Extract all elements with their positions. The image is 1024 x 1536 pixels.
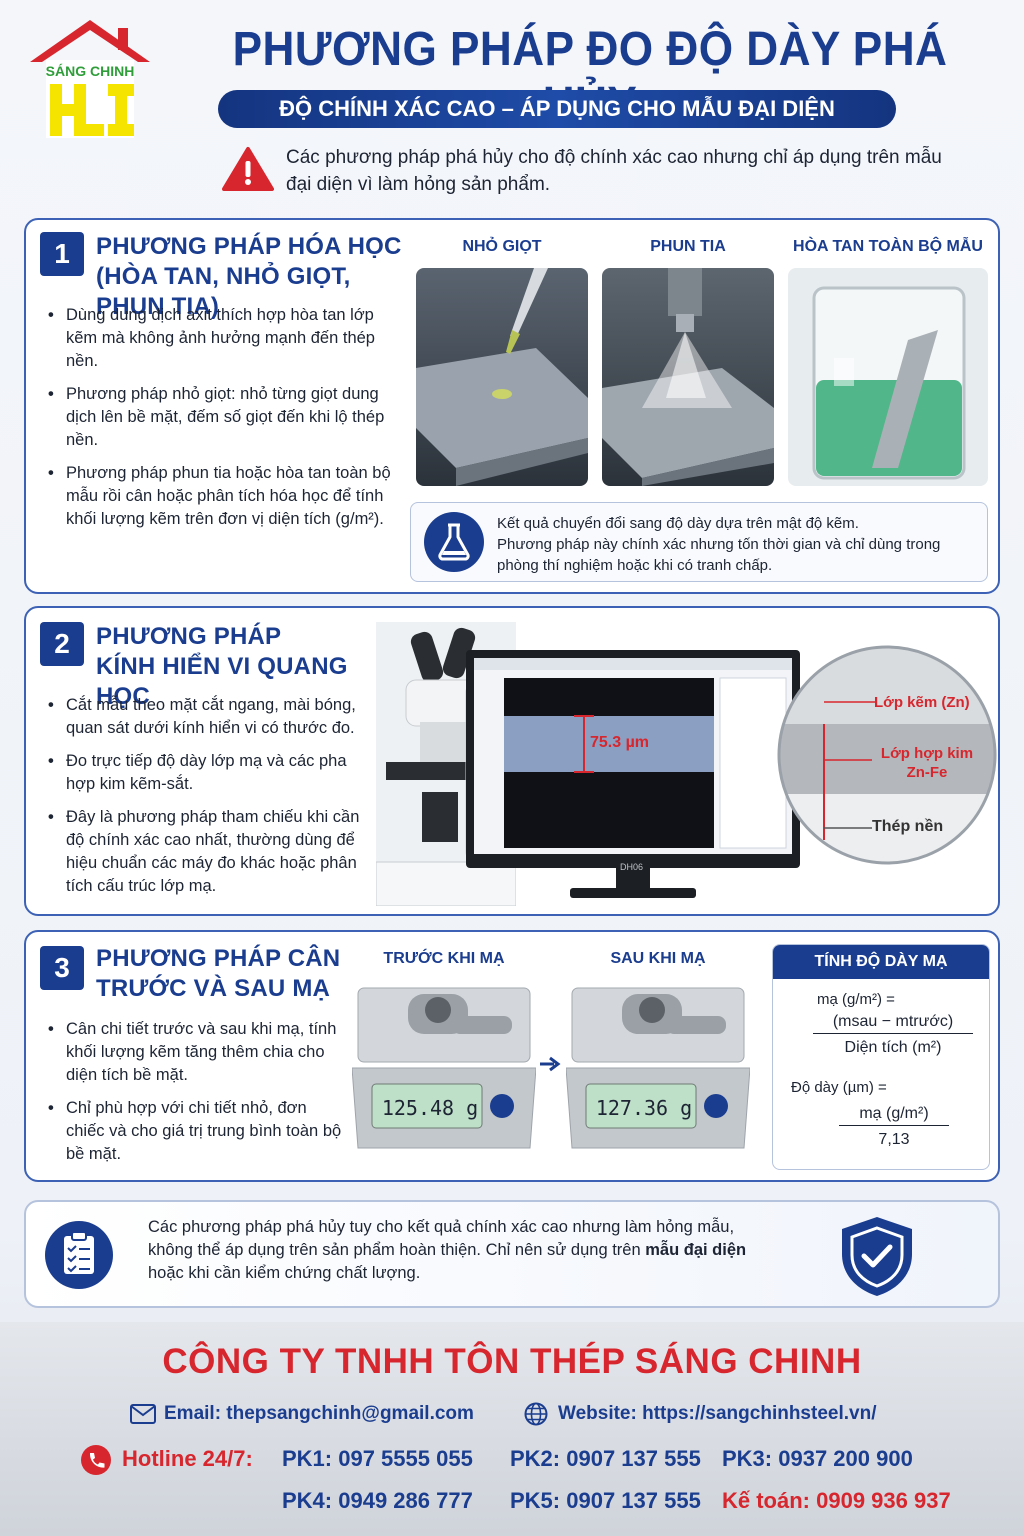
summary-line3: hoặc khi cần kiểm chứng chất lượng. [148, 1264, 421, 1282]
formula-denominator-2: 7,13 [878, 1131, 910, 1148]
scale-before-image [352, 987, 536, 1149]
section-chemical-method: 1 PHƯƠNG PHÁP HÓA HỌC (HÒA TAN, NHỎ GIỌT… [24, 218, 1000, 594]
flask-icon [424, 512, 484, 572]
result-note-box: Kết quả chuyển đổi sang độ dày dựa trên … [410, 502, 988, 582]
section-title-line1: PHƯƠNG PHÁP HÓA HỌC [96, 233, 402, 260]
phone-pk2[interactable]: PK2: 0907 137 555 [510, 1446, 701, 1471]
list-item: Đo trực tiếp độ dày lớp mạ và các pha hợ… [44, 750, 374, 796]
globe-icon [524, 1402, 548, 1426]
layer-alloy-label: Lớp hợp kim Zn-Fe [872, 744, 982, 782]
caption-after: SAU KHI MẠ [610, 950, 706, 967]
bullet-list: Cắt mẫu theo mặt cắt ngang, mài bóng, qu… [44, 694, 374, 908]
phone-pk1[interactable]: PK1: 097 5555 055 [282, 1446, 473, 1471]
formula-line1: mạ (g/m²) = [817, 991, 895, 1008]
section-title-line1: PHƯƠNG PHÁP [96, 623, 282, 650]
company-logo: SÁNG CHINH [30, 20, 150, 138]
section-title-line2: TRƯỚC VÀ SAU MẠ [96, 975, 331, 1002]
summary-emphasis: mẫu đại diện [645, 1241, 747, 1259]
bullet-list: Cân chi tiết trước và sau khi mạ, tính k… [44, 1018, 344, 1176]
phone-accounting[interactable]: Kế toán: 0909 936 937 [722, 1488, 951, 1513]
list-item: Phương pháp nhỏ giọt: nhỏ từng giọt dung… [44, 383, 394, 452]
footer-background [0, 1322, 1024, 1536]
phone-pk3[interactable]: PK3: 0937 200 900 [722, 1446, 913, 1471]
list-item: Đây là phương pháp tham chiếu khi cần độ… [44, 806, 374, 898]
email-icon [130, 1404, 156, 1424]
arrow-right-icon [540, 1056, 561, 1072]
layer-alloy-line2: Zn-Fe [906, 764, 948, 781]
drip-test-image [416, 268, 588, 486]
phone-icon [81, 1445, 111, 1475]
formula-numerator-2: mạ (g/m²) [839, 1105, 949, 1126]
spray-test-image [602, 268, 774, 486]
layer-alloy-line1: Lớp hợp kim [880, 745, 974, 762]
phone-pk5[interactable]: PK5: 0907 137 555 [510, 1488, 701, 1513]
caption-before: TRƯỚC KHI MẠ [383, 950, 505, 967]
note-line-2: Phương pháp này chính xác nhưng tốn thời… [497, 536, 941, 574]
formula-box: TÍNH ĐỘ DÀY MẠ mạ (g/m²) = (msau − mtrướ… [772, 944, 990, 1170]
formula-title: TÍNH ĐỘ DÀY MẠ [773, 945, 989, 979]
list-item: Cắt mẫu theo mặt cắt ngang, mài bóng, qu… [44, 694, 374, 740]
summary-line2: không thể áp dụng trên sản phẩm hoàn thi… [148, 1239, 808, 1262]
warning-text: Các phương pháp phá hủy cho độ chính xác… [286, 147, 942, 195]
dissolve-beaker-image [788, 268, 988, 486]
list-item: Dùng dung dịch axit thích hợp hòa tan lớ… [44, 304, 394, 373]
caption-drip: NHỎ GIỌT [462, 238, 542, 255]
section-number: 3 [40, 946, 84, 990]
section-title-line1: PHƯƠNG PHÁP CÂN [96, 945, 341, 972]
section-title: PHƯƠNG PHÁP CÂN TRƯỚC VÀ SAU MẠ [96, 944, 376, 1004]
summary-line1: Các phương pháp phá hủy tuy cho kết quả … [148, 1218, 735, 1236]
cross-section-zoom-image [777, 645, 997, 865]
monitor-image [466, 650, 800, 898]
layer-zinc-label: Lớp kẽm (Zn) [874, 694, 970, 711]
caption-spray: PHUN TIA [650, 238, 726, 255]
phone-pk4[interactable]: PK4: 0949 286 777 [282, 1488, 473, 1513]
list-item: Phương pháp phun tia hoặc hòa tan toàn b… [44, 462, 394, 531]
email-link[interactable]: Email: thepsangchinh@gmail.com [164, 1403, 474, 1424]
formula-line2: Độ dày (µm) = [791, 1079, 887, 1096]
shield-check-icon [842, 1217, 912, 1296]
page-subtitle: ĐỘ CHÍNH XÁC CAO – ÁP DỤNG CHO MẪU ĐẠI D… [218, 90, 896, 128]
bullet-list: Dùng dung dịch axit thích hợp hòa tan lớ… [44, 304, 394, 541]
formula-denominator: Diện tích (m²) [844, 1039, 942, 1056]
note-line-1: Kết quả chuyển đổi sang độ dày dựa trên … [497, 515, 859, 532]
website-link[interactable]: Website: https://sangchinhsteel.vn/ [558, 1403, 877, 1424]
summary-text: Các phương pháp phá hủy tuy cho kết quả … [148, 1216, 808, 1285]
scale-after-reading: 127.36 g [595, 1096, 693, 1120]
hotline-label: Hotline 24/7: [122, 1446, 253, 1471]
formula-numerator: (msau − mtrước) [813, 1013, 973, 1034]
list-item: Chỉ phù hợp với chi tiết nhỏ, đơn chiếc … [44, 1097, 344, 1166]
summary-box: Các phương pháp phá hủy tuy cho kết quả … [24, 1200, 1000, 1308]
scale-before-reading: 125.48 g [381, 1096, 479, 1120]
monitor-brand: DH06 [620, 862, 644, 872]
svg-text:SÁNG CHINH: SÁNG CHINH [46, 63, 135, 79]
section-number: 1 [40, 232, 84, 276]
caption-dissolve: HÒA TAN TOÀN BỘ MẪU [793, 238, 983, 255]
layer-steel-label: Thép nền [872, 818, 944, 835]
list-item: Cân chi tiết trước và sau khi mạ, tính k… [44, 1018, 344, 1087]
page-title: PHƯƠNG PHÁP ĐO ĐỘ DÀY PHÁ HỦY [232, 23, 948, 131]
measurement-label: 75.3 µm [590, 734, 650, 751]
company-name: CÔNG TY TNHH TÔN THÉP SÁNG CHINH [162, 1342, 862, 1381]
checklist-icon [45, 1221, 113, 1289]
section-microscope-method: 2 PHƯƠNG PHÁP KÍNH HIỂN VI QUANG HỌC Cắt… [24, 606, 1000, 916]
summary-line2-text: không thể áp dụng trên sản phẩm hoàn thi… [148, 1241, 646, 1259]
warning-icon [222, 147, 274, 191]
section-number: 2 [40, 622, 84, 666]
scale-after-image [566, 987, 750, 1149]
section-weighing-method: 3 PHƯƠNG PHÁP CÂN TRƯỚC VÀ SAU MẠ Cân ch… [24, 930, 1000, 1182]
